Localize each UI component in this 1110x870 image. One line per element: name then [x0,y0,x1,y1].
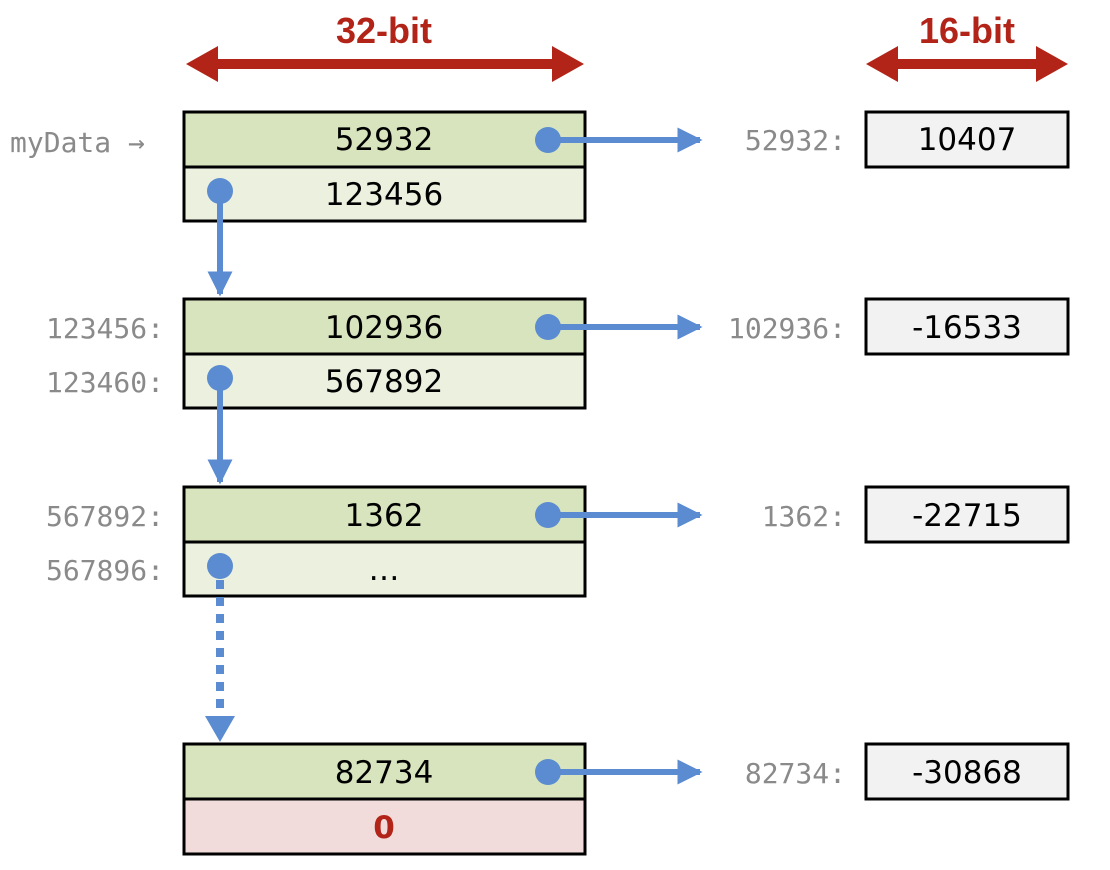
next-pointer-1 [207,178,233,297]
list-node-1: 52932 123456 [182,110,587,223]
node-value-cell [182,742,587,801]
data-pointer-3 [535,502,703,528]
width-arrow-32bit [186,46,584,82]
address-label: 567892: [46,500,164,533]
node-value: 82734 [335,755,434,791]
target-value: -30868 [912,755,1022,791]
node-next: … [369,552,400,588]
node-next: 123456 [325,177,443,213]
address-label: 567896: [46,554,164,587]
target-box-2: 102936: -16533 [728,297,1070,356]
header-32bit: 32-bit [336,10,432,51]
target-value: -16533 [912,310,1022,346]
list-node-4: 82734 0 [182,742,587,856]
width-arrow-16bit [866,46,1068,82]
data-pointer-2 [535,314,703,340]
data-pointer-4 [535,759,703,785]
data-pointer-1 [535,127,703,153]
pointer-dot-icon [207,178,233,204]
node-next-cell [182,352,587,410]
target-box-4: 82734: -30868 [745,742,1070,801]
target-value: -22715 [912,498,1022,534]
next-pointer-2 [207,365,233,485]
target-address: 52932: [745,124,846,157]
pointer-dot-icon [535,759,561,785]
node-value: 52932 [335,122,434,158]
target-box-1: 52932: 10407 [745,110,1070,169]
next-pointer-dotted [205,553,235,742]
header-16bit: 16-bit [919,10,1015,51]
node-next: 567892 [325,364,443,400]
pointer-dot-icon [207,365,233,391]
node-next-cell [182,540,587,598]
list-node-3: 1362 … [182,485,587,598]
pointer-dot-icon [535,502,561,528]
target-address: 1362: [762,500,846,533]
list-node-2: 102936 567892 [182,297,587,410]
node-value: 1362 [345,498,424,534]
pointer-dot-icon [535,127,561,153]
pointer-dot-icon [207,553,233,579]
null-terminator: 0 [373,810,395,846]
target-address: 102936: [728,312,846,345]
node-value: 102936 [325,310,443,346]
target-address: 82734: [745,757,846,790]
node-null-cell [182,797,587,856]
mydata-label: myData → [10,126,145,159]
address-label: 123456: [46,312,164,345]
node-value-cell [182,297,587,356]
address-label: 123460: [46,366,164,399]
target-value: 10407 [918,122,1017,158]
node-next-cell [182,165,587,223]
pointer-dot-icon [535,314,561,340]
target-box-3: 1362: -22715 [762,485,1070,544]
